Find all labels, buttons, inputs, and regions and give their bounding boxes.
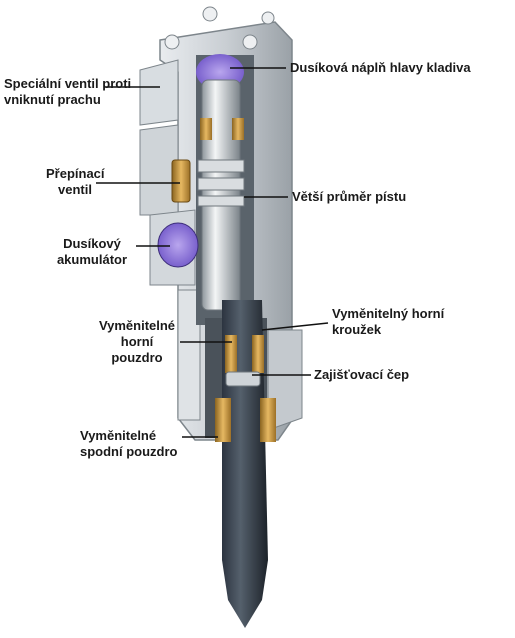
upper-bushing-left — [225, 335, 237, 373]
label-larger-piston: Větší průměr pístu — [292, 189, 407, 204]
label-retaining-pin: Zajišťovací čep — [314, 367, 410, 382]
upper-seal-right — [232, 118, 244, 140]
upper-bushing-right — [252, 335, 264, 373]
label-nitrogen-accumulator: Dusíkový akumulátor — [56, 236, 128, 267]
lower-bushing-left — [215, 398, 231, 442]
lower-bushing-right — [260, 398, 276, 442]
label-lower-bushing: Vyměnitelné spodní pouzdro — [80, 428, 178, 459]
leader-lines — [96, 67, 329, 438]
label-upper-bushing: Vyměnitelné horní pouzdro — [98, 318, 176, 365]
retaining-pin — [225, 371, 261, 387]
label-switch-valve: Přepínací ventil — [46, 166, 105, 197]
accumulator-chamber — [157, 222, 199, 268]
label-special-valve: Speciální ventil proti vniknutí prachu — [4, 76, 132, 107]
upper-seal-left — [200, 118, 212, 140]
switch-valve-body — [171, 159, 191, 203]
label-nitrogen-head: Dusíková náplň hlavy kladiva — [290, 60, 471, 75]
leader-upper-ring — [261, 322, 329, 331]
label-upper-ring: Vyměnitelný horní kroužek — [332, 306, 445, 337]
piston — [197, 79, 245, 311]
